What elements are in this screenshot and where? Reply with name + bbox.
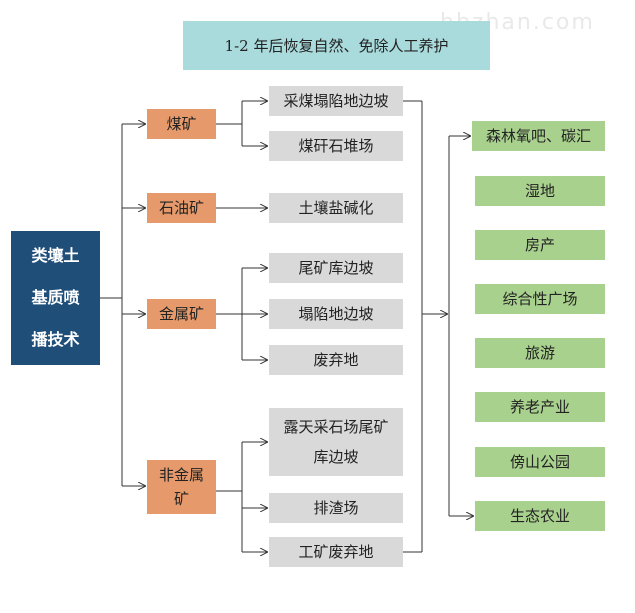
use-public-square: 综合性广场 <box>475 284 605 314</box>
item-open-quarry-tailings-slope: 露天采石场尾矿库边坡 <box>269 408 403 476</box>
use-forest-carbon-sink: 森林氧吧、碳汇 <box>472 121 605 151</box>
category-nonmetal: 非金属矿 <box>147 460 216 514</box>
use-wetland: 湿地 <box>475 176 605 206</box>
category-metal: 金属矿 <box>147 299 216 329</box>
root-line-1: 类壤土 <box>31 246 80 265</box>
use-tourism: 旅游 <box>475 338 605 368</box>
item-soil-salinization: 土壤盐碱化 <box>269 193 403 223</box>
item-coal-gangue-yard: 煤矸石堆场 <box>269 131 403 161</box>
use-real-estate: 房产 <box>475 230 605 260</box>
title-banner: 1-2 年后恢复自然、免除人工养护 <box>183 21 490 70</box>
use-eco-agriculture: 生态农业 <box>475 501 605 531</box>
item-subsidence-slope: 塌陷地边坡 <box>269 299 403 329</box>
item-wasteland: 废弃地 <box>269 345 403 375</box>
item-slag-yard: 排渣场 <box>269 493 403 523</box>
use-elderly-care: 养老产业 <box>475 392 605 422</box>
root-line-2: 基质喷 <box>31 288 80 307</box>
root-line-3: 播技术 <box>31 330 80 349</box>
use-mountain-park: 傍山公园 <box>475 447 605 477</box>
category-coal: 煤矿 <box>147 109 216 139</box>
item-tailings-slope: 尾矿库边坡 <box>269 253 403 283</box>
category-oil: 石油矿 <box>147 193 216 223</box>
root-node: 类壤土 基质喷 播技术 <box>11 231 100 365</box>
item-industrial-wasteland: 工矿废弃地 <box>269 537 403 567</box>
item-coal-subsidence-slope: 采煤塌陷地边坡 <box>269 86 403 116</box>
